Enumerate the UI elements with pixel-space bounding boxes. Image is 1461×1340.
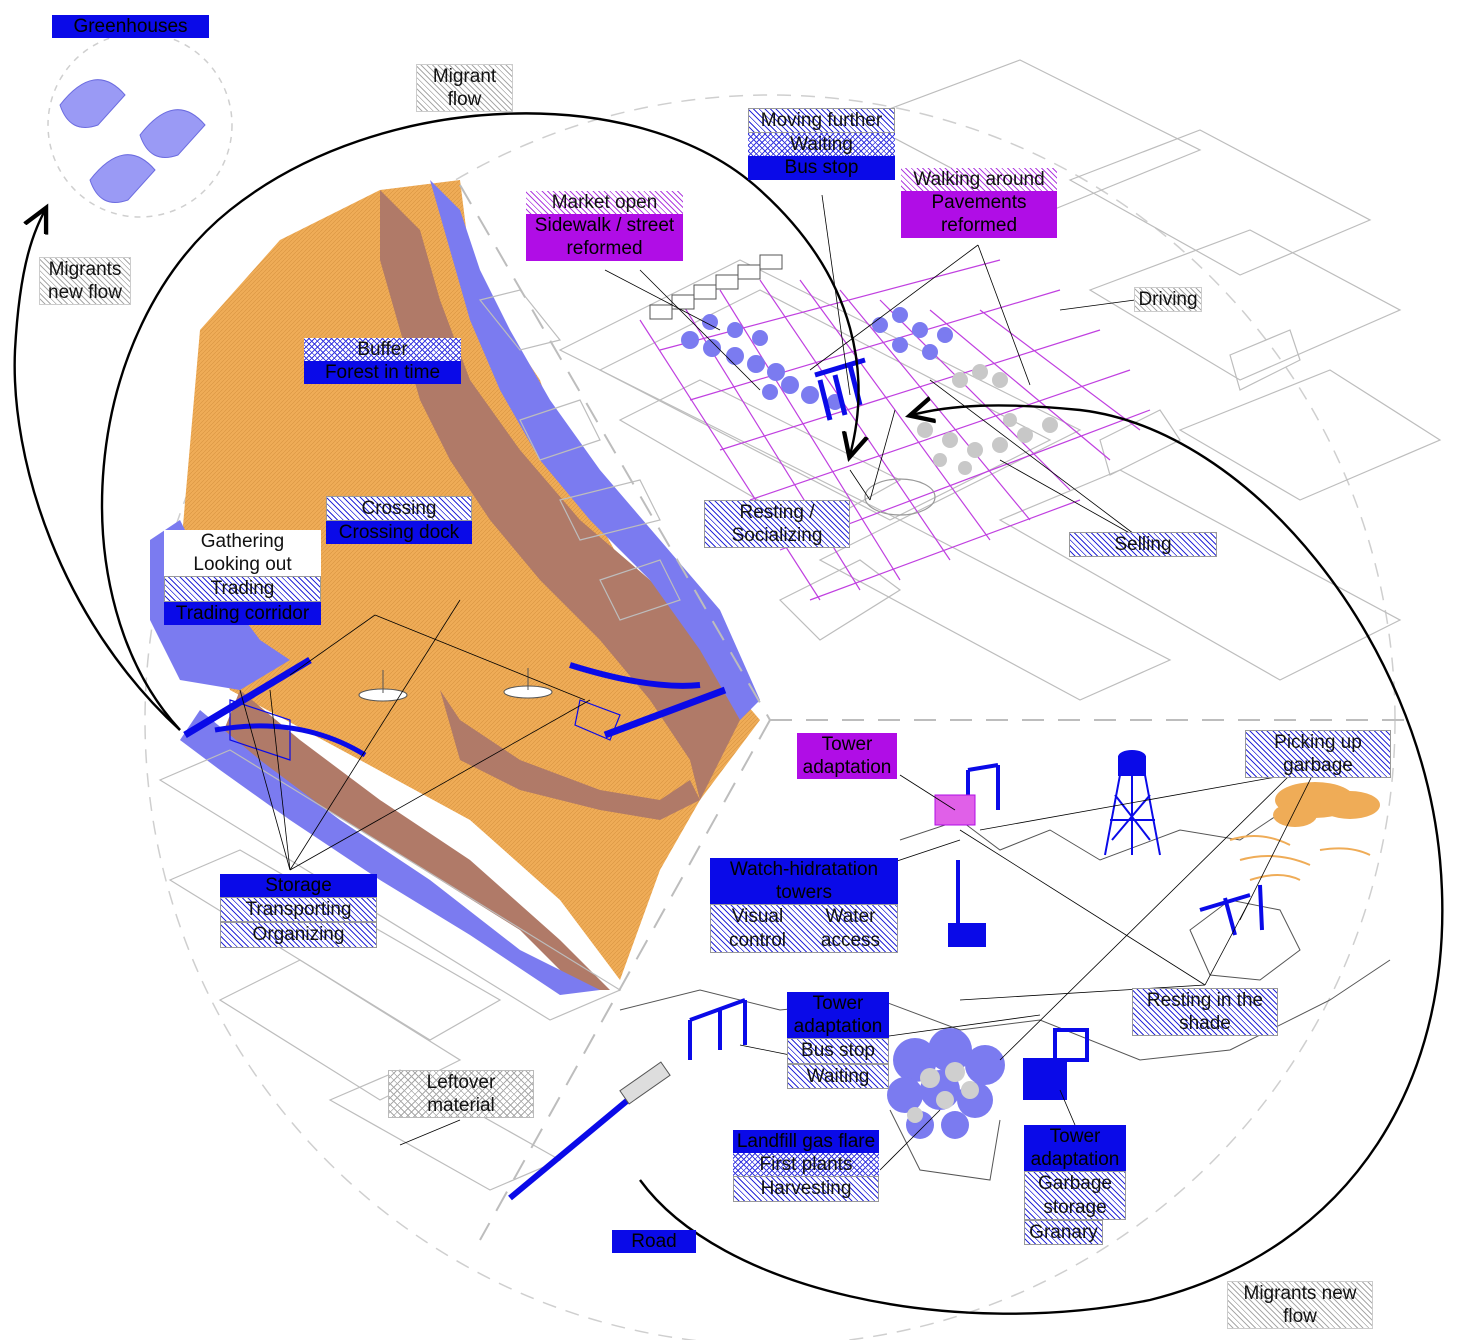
label-walking-around: Walking around [901, 168, 1057, 192]
label-stack-landfill: Landfill gas flare First plants Harvesti… [733, 1130, 879, 1202]
label-market-open: Market open [526, 191, 683, 215]
market-trees [681, 307, 953, 410]
label-stack-market: Market open Sidewalk / street reformed [526, 191, 683, 261]
market-stalls [917, 364, 1058, 475]
label-stack-granary: Tower adaptation Garbage storage Granary [1024, 1125, 1126, 1245]
migrant-flow-arrows [13, 112, 1444, 1315]
label-buffer: Buffer [304, 338, 461, 362]
label-tower-adaptation-top: Tower adaptation [797, 733, 897, 780]
leader-lines [239, 194, 1316, 1171]
label-pavements-reformed: Pavements reformed [901, 191, 1057, 238]
label-crossing: Crossing [326, 496, 472, 522]
label-forest-in-time: Forest in time [304, 361, 461, 385]
label-driving: Driving [1134, 287, 1202, 313]
label-first-plants: First plants [733, 1153, 879, 1177]
label-garbage-storage: Garbage storage [1024, 1171, 1126, 1220]
label-trading-corridor: Trading corridor [164, 601, 321, 625]
label-stack-buffer: Buffer Forest in time [304, 338, 461, 385]
label-resting-socializing: Resting / Socializing [704, 500, 850, 549]
magenta-shelter [934, 794, 976, 826]
label-stack-bus-stop-bottom: Tower adaptation Bus stop Waiting [787, 992, 889, 1089]
label-transporting: Transporting [220, 897, 377, 923]
greenhouse-icons [59, 79, 206, 203]
label-stack-watch-towers: Watch-hidratation towers Visual control … [710, 858, 898, 953]
urban-context-top [558, 59, 1442, 701]
label-waiting-top: Waiting [748, 133, 895, 157]
water-tower [1104, 750, 1161, 856]
label-crossing-dock: Crossing dock [326, 521, 472, 545]
label-stack-crossing: Crossing Crossing dock [326, 496, 472, 545]
label-granary: Granary [1024, 1219, 1103, 1245]
label-migrants-new-flow-left: Migrants new flow [39, 257, 131, 306]
label-visual-control: Visual control [728, 906, 787, 951]
label-storage: Storage [220, 874, 377, 898]
road [508, 1087, 642, 1201]
label-stack-pavements: Walking around Pavements reformed [901, 168, 1057, 238]
bus-vehicle [619, 1061, 671, 1105]
label-landfill-gas-flare: Landfill gas flare [733, 1130, 879, 1154]
label-bus-stop-top: Bus stop [748, 156, 895, 180]
label-stack-bus-stop-top: Moving further Waiting Bus stop [748, 108, 895, 180]
label-watch-sub-row: Visual control Water access [710, 904, 898, 953]
label-gathering: Gathering [164, 530, 321, 554]
label-moving-further: Moving further [748, 108, 895, 134]
boats [358, 668, 553, 702]
label-greenhouses: Greenhouses [52, 15, 209, 39]
label-resting-in-shade: Resting in the shade [1132, 988, 1278, 1037]
label-selling: Selling [1069, 532, 1217, 558]
label-harvesting: Harvesting [733, 1176, 879, 1202]
label-tower-adaptation-bottom: Tower adaptation [1024, 1125, 1126, 1172]
label-leftover-material: Leftover material [388, 1070, 534, 1119]
label-stack-storage: Storage Transporting Organizing [220, 874, 377, 948]
garbage-cloud [1273, 782, 1380, 827]
sector-boundaries [459, 184, 1405, 1241]
label-migrant-flow: Migrant flow [416, 64, 513, 113]
forest-patch [887, 1028, 1005, 1139]
label-watch-hidratation-towers: Watch-hidratation towers [710, 858, 898, 905]
label-tower-adaptation-mid: Tower adaptation [787, 992, 889, 1039]
label-picking-up-garbage: Picking up garbage [1245, 730, 1391, 779]
tower-adaptation-structures [688, 763, 1264, 1100]
market-tents [649, 254, 783, 320]
label-trading: Trading [164, 576, 321, 602]
label-migrants-new-flow-bottom: Migrants new flow [1227, 1281, 1373, 1330]
first-plants-cluster [907, 1062, 979, 1123]
label-water-access: Water access [820, 906, 881, 951]
crossing-docks [183, 656, 727, 761]
label-sidewalk-reformed: Sidewalk / street reformed [526, 214, 683, 261]
label-organizing: Organizing [220, 922, 377, 948]
wind-swirls [1229, 835, 1371, 881]
label-stack-trading: Gathering Looking out Trading Trading co… [164, 530, 321, 625]
label-waiting-bottom: Waiting [787, 1063, 889, 1089]
label-road: Road [612, 1230, 696, 1254]
label-looking-out: Looking out [164, 553, 321, 577]
label-bus-stop-bottom: Bus stop [787, 1038, 889, 1064]
